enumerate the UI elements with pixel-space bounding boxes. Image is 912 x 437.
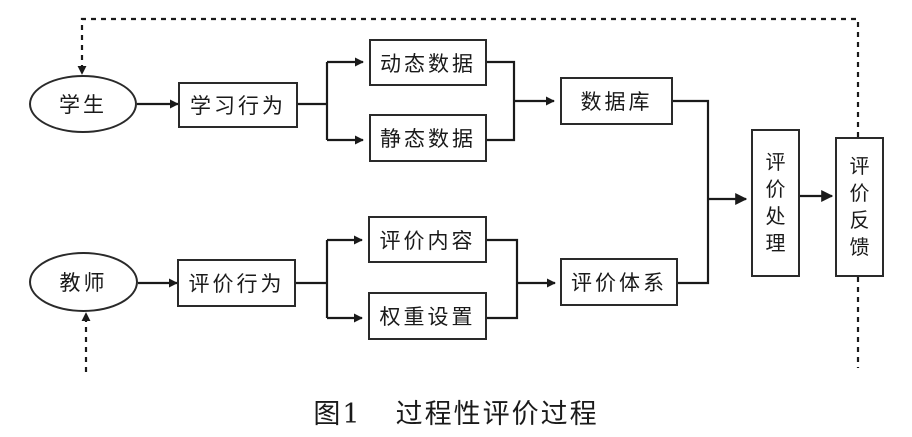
processing-char-3: 处 — [765, 204, 786, 228]
evaluation-processing-box: 评 价 处 理 — [751, 129, 800, 277]
dynamic-data-box: 动态数据 — [369, 39, 487, 86]
feedback-char-3: 反 — [849, 208, 870, 232]
dashed-feedback-to-student — [77, 17, 860, 137]
evaluation-system-box: 评价体系 — [560, 258, 678, 306]
feedback-char-4: 馈 — [849, 235, 870, 259]
static-data-box: 静态数据 — [369, 114, 487, 162]
figure-caption: 图1 过程性评价过程 — [0, 392, 912, 431]
processing-char-1: 评 — [765, 150, 786, 174]
database-box: 数据库 — [560, 77, 673, 125]
feedback-char-1: 评 — [849, 154, 870, 178]
line-weight-merge — [487, 283, 519, 320]
figure-title: 过程性评价过程 — [395, 399, 599, 430]
learning-behavior-box: 学习行为 — [178, 82, 298, 128]
line-database-out — [673, 99, 710, 285]
evaluation-behavior-box: 评价行为 — [177, 259, 296, 307]
weight-setting-box: 权重设置 — [368, 292, 487, 340]
evaluation-feedback-box: 评 价 反 馈 — [835, 137, 884, 277]
evaluation-content-box: 评价内容 — [368, 216, 487, 263]
student-node: 学生 — [29, 75, 137, 133]
line-content-merge — [487, 238, 519, 283]
feedback-char-2: 价 — [849, 181, 870, 205]
line-dynamic-merge — [487, 60, 516, 101]
processing-char-2: 价 — [765, 177, 786, 201]
line-static-merge — [487, 101, 516, 142]
teacher-node: 教师 — [29, 252, 138, 312]
figure-number: 图1 — [313, 399, 362, 430]
processing-char-4: 理 — [765, 231, 786, 255]
